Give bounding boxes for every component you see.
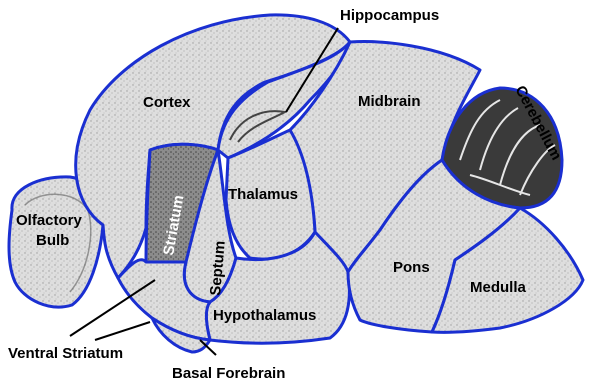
olfactory-bulb-label-line1: Olfactory bbox=[16, 212, 83, 229]
thalamus-label: Thalamus bbox=[228, 186, 298, 203]
ventral-striatum-leader-2 bbox=[95, 322, 150, 340]
hippocampus-label: Hippocampus bbox=[340, 7, 439, 24]
ventral-striatum-label: Ventral Striatum bbox=[8, 345, 123, 362]
pons-label: Pons bbox=[393, 259, 430, 276]
medulla-label: Medulla bbox=[470, 279, 526, 296]
cortex-label: Cortex bbox=[143, 94, 191, 111]
olfactory-bulb-label-line2: Bulb bbox=[36, 232, 69, 249]
midbrain-label: Midbrain bbox=[358, 93, 421, 110]
basal-forebrain-label: Basal Forebrain bbox=[172, 365, 285, 382]
hypothalamus-label: Hypothalamus bbox=[213, 307, 316, 324]
